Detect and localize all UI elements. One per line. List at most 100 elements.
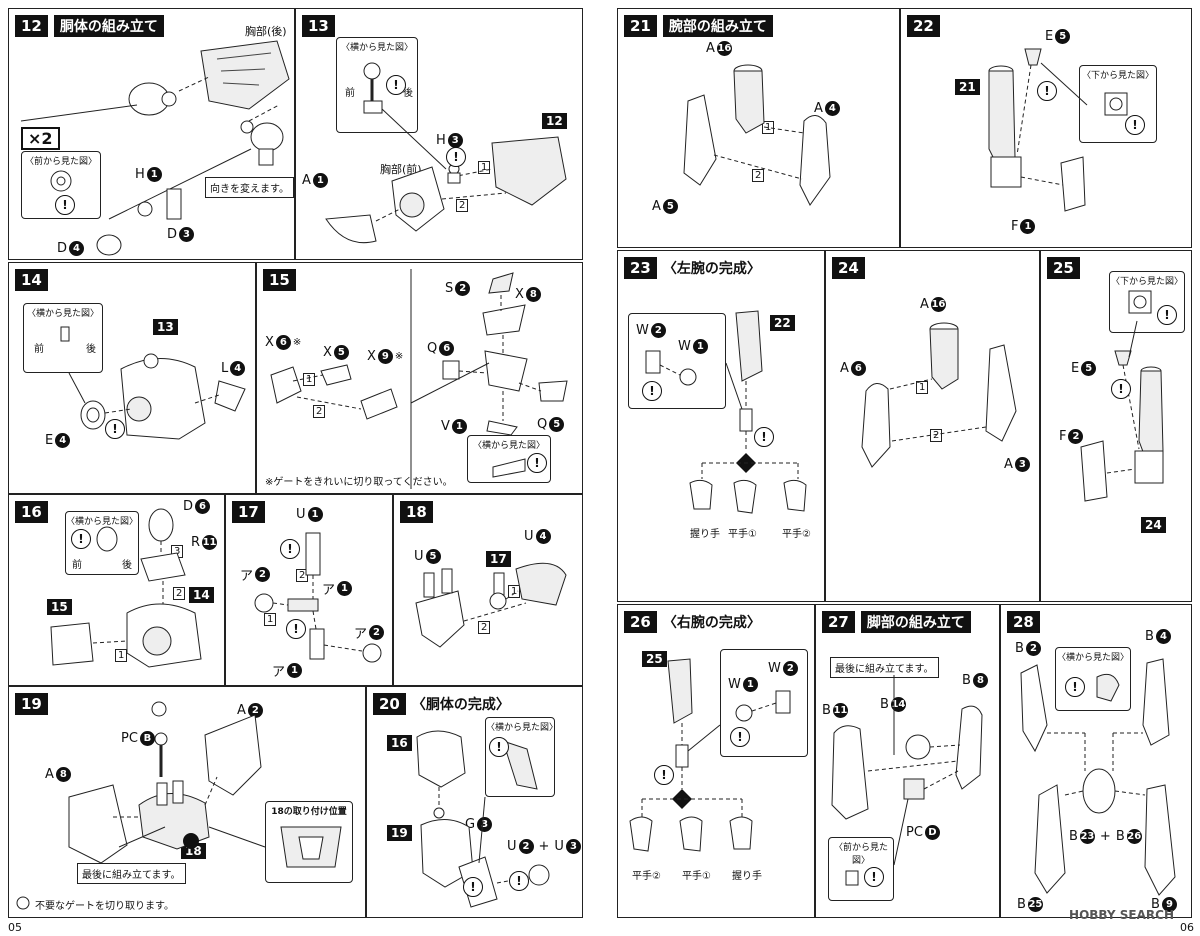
part-number: 8 — [55, 767, 71, 782]
step-number: 20 — [373, 693, 406, 715]
part-number: B — [139, 731, 155, 746]
page-number-right: 06 — [1180, 921, 1194, 934]
warning-icon: ! — [642, 381, 662, 401]
arrow-2-label: 2 — [456, 199, 469, 212]
hand-open-1-label: 平手① — [682, 871, 711, 882]
step-26-header: 26〈右腕の完成〉 — [624, 611, 761, 633]
step-18-illustration — [415, 562, 567, 648]
part-number: 3 — [1014, 457, 1030, 472]
inset-title: 〈横から見た図〉 — [472, 441, 545, 451]
part-letter: ア — [322, 583, 336, 598]
ref-step-14: 14 — [189, 587, 214, 603]
part-number: 2 — [255, 567, 271, 582]
step-20-header: 20〈胴体の完成〉 — [373, 693, 510, 715]
warning-icon: ! — [55, 195, 75, 215]
part-number: 5 — [425, 549, 441, 564]
part-number: 6 — [195, 499, 211, 514]
part-number: 16 — [716, 41, 732, 56]
inset-title: 〈下から見た図〉 — [1110, 277, 1183, 287]
inset-title: 〈横から見た図〉 — [340, 43, 413, 53]
inset-title: 〈横から見た図〉 — [26, 309, 99, 319]
ref-step-24: 24 — [1141, 517, 1166, 533]
part-letter: ア — [240, 569, 254, 584]
part-number: 11 — [832, 703, 848, 718]
warning-icon: ! — [71, 529, 91, 549]
part-letter: E — [1071, 361, 1080, 376]
back-label: 後 — [122, 560, 132, 571]
part-letter: D — [57, 241, 68, 256]
warning-icon: ! — [1037, 81, 1057, 101]
step-number: 28 — [1007, 611, 1040, 633]
part-letter: A — [45, 767, 54, 782]
warning-icon: ! — [280, 539, 300, 559]
mount-position-inset: 18の取り付け位置 — [265, 801, 353, 883]
arrow-1-label: 1 — [508, 585, 521, 598]
part-number: 3 — [447, 133, 463, 148]
watermark-label: HOBBY SEARCH — [1069, 908, 1174, 922]
hand-grip-label: 握り手 — [690, 529, 720, 540]
part-number: 5 — [1055, 29, 1071, 44]
part-letter: H — [436, 133, 446, 148]
part-number: 8 — [972, 673, 988, 688]
part-letter: B — [1145, 629, 1154, 644]
inset-title: 〈下から見た図〉 — [1081, 71, 1154, 81]
step-23-illustration — [645, 310, 807, 514]
part-letter: F — [1059, 429, 1067, 444]
part-letter: Q — [427, 341, 438, 356]
part-letter: E — [45, 433, 54, 448]
part-number: 25 — [1027, 897, 1043, 912]
part-number: 6 — [850, 361, 866, 376]
front-label: 前 — [72, 560, 82, 571]
step-13-header: 13 — [302, 15, 335, 37]
last-assembly-note: 最後に組み立てます。 — [830, 657, 939, 678]
part-number: 2 — [1068, 429, 1084, 444]
arrow-1-label: 1 — [478, 161, 491, 174]
hand-open-1-label: 平手① — [728, 529, 757, 540]
part-number: 16 — [930, 297, 946, 312]
part-letter: W — [728, 677, 741, 692]
part-number: 26 — [1126, 829, 1142, 844]
inset-title: 〈前から見た図〉 — [24, 157, 97, 167]
inset-title: 〈横から見た図〉 — [1056, 653, 1129, 663]
step-number: 13 — [302, 15, 335, 37]
back-label: 後 — [86, 344, 96, 355]
part-letter: B — [1015, 641, 1024, 656]
part-number: 1 — [451, 419, 467, 434]
step-title: 胴体の組み立て — [53, 15, 164, 37]
arrow-2-label: 2 — [173, 587, 186, 600]
side-view-inset: 〈横から見た図〉 前 後 — [23, 303, 103, 373]
part-number: 5 — [662, 199, 678, 214]
part-number: D — [924, 825, 940, 840]
gate-note: 不要なゲートを切り取ります。 — [35, 901, 174, 912]
ref-step-18: 18 — [181, 843, 206, 859]
part-letter: B — [1017, 897, 1026, 912]
last-assembly-note: 最後に組み立てます。 — [77, 863, 186, 884]
direction-note: 向きを変えます。 — [205, 177, 294, 198]
front-view-inset: 〈前から見た図〉 — [828, 837, 894, 901]
step-number: 14 — [15, 269, 48, 291]
step-number: 16 — [15, 501, 48, 523]
part-number: 3 — [179, 227, 195, 242]
part-letter: B — [880, 697, 889, 712]
part-letter: W — [636, 323, 649, 338]
